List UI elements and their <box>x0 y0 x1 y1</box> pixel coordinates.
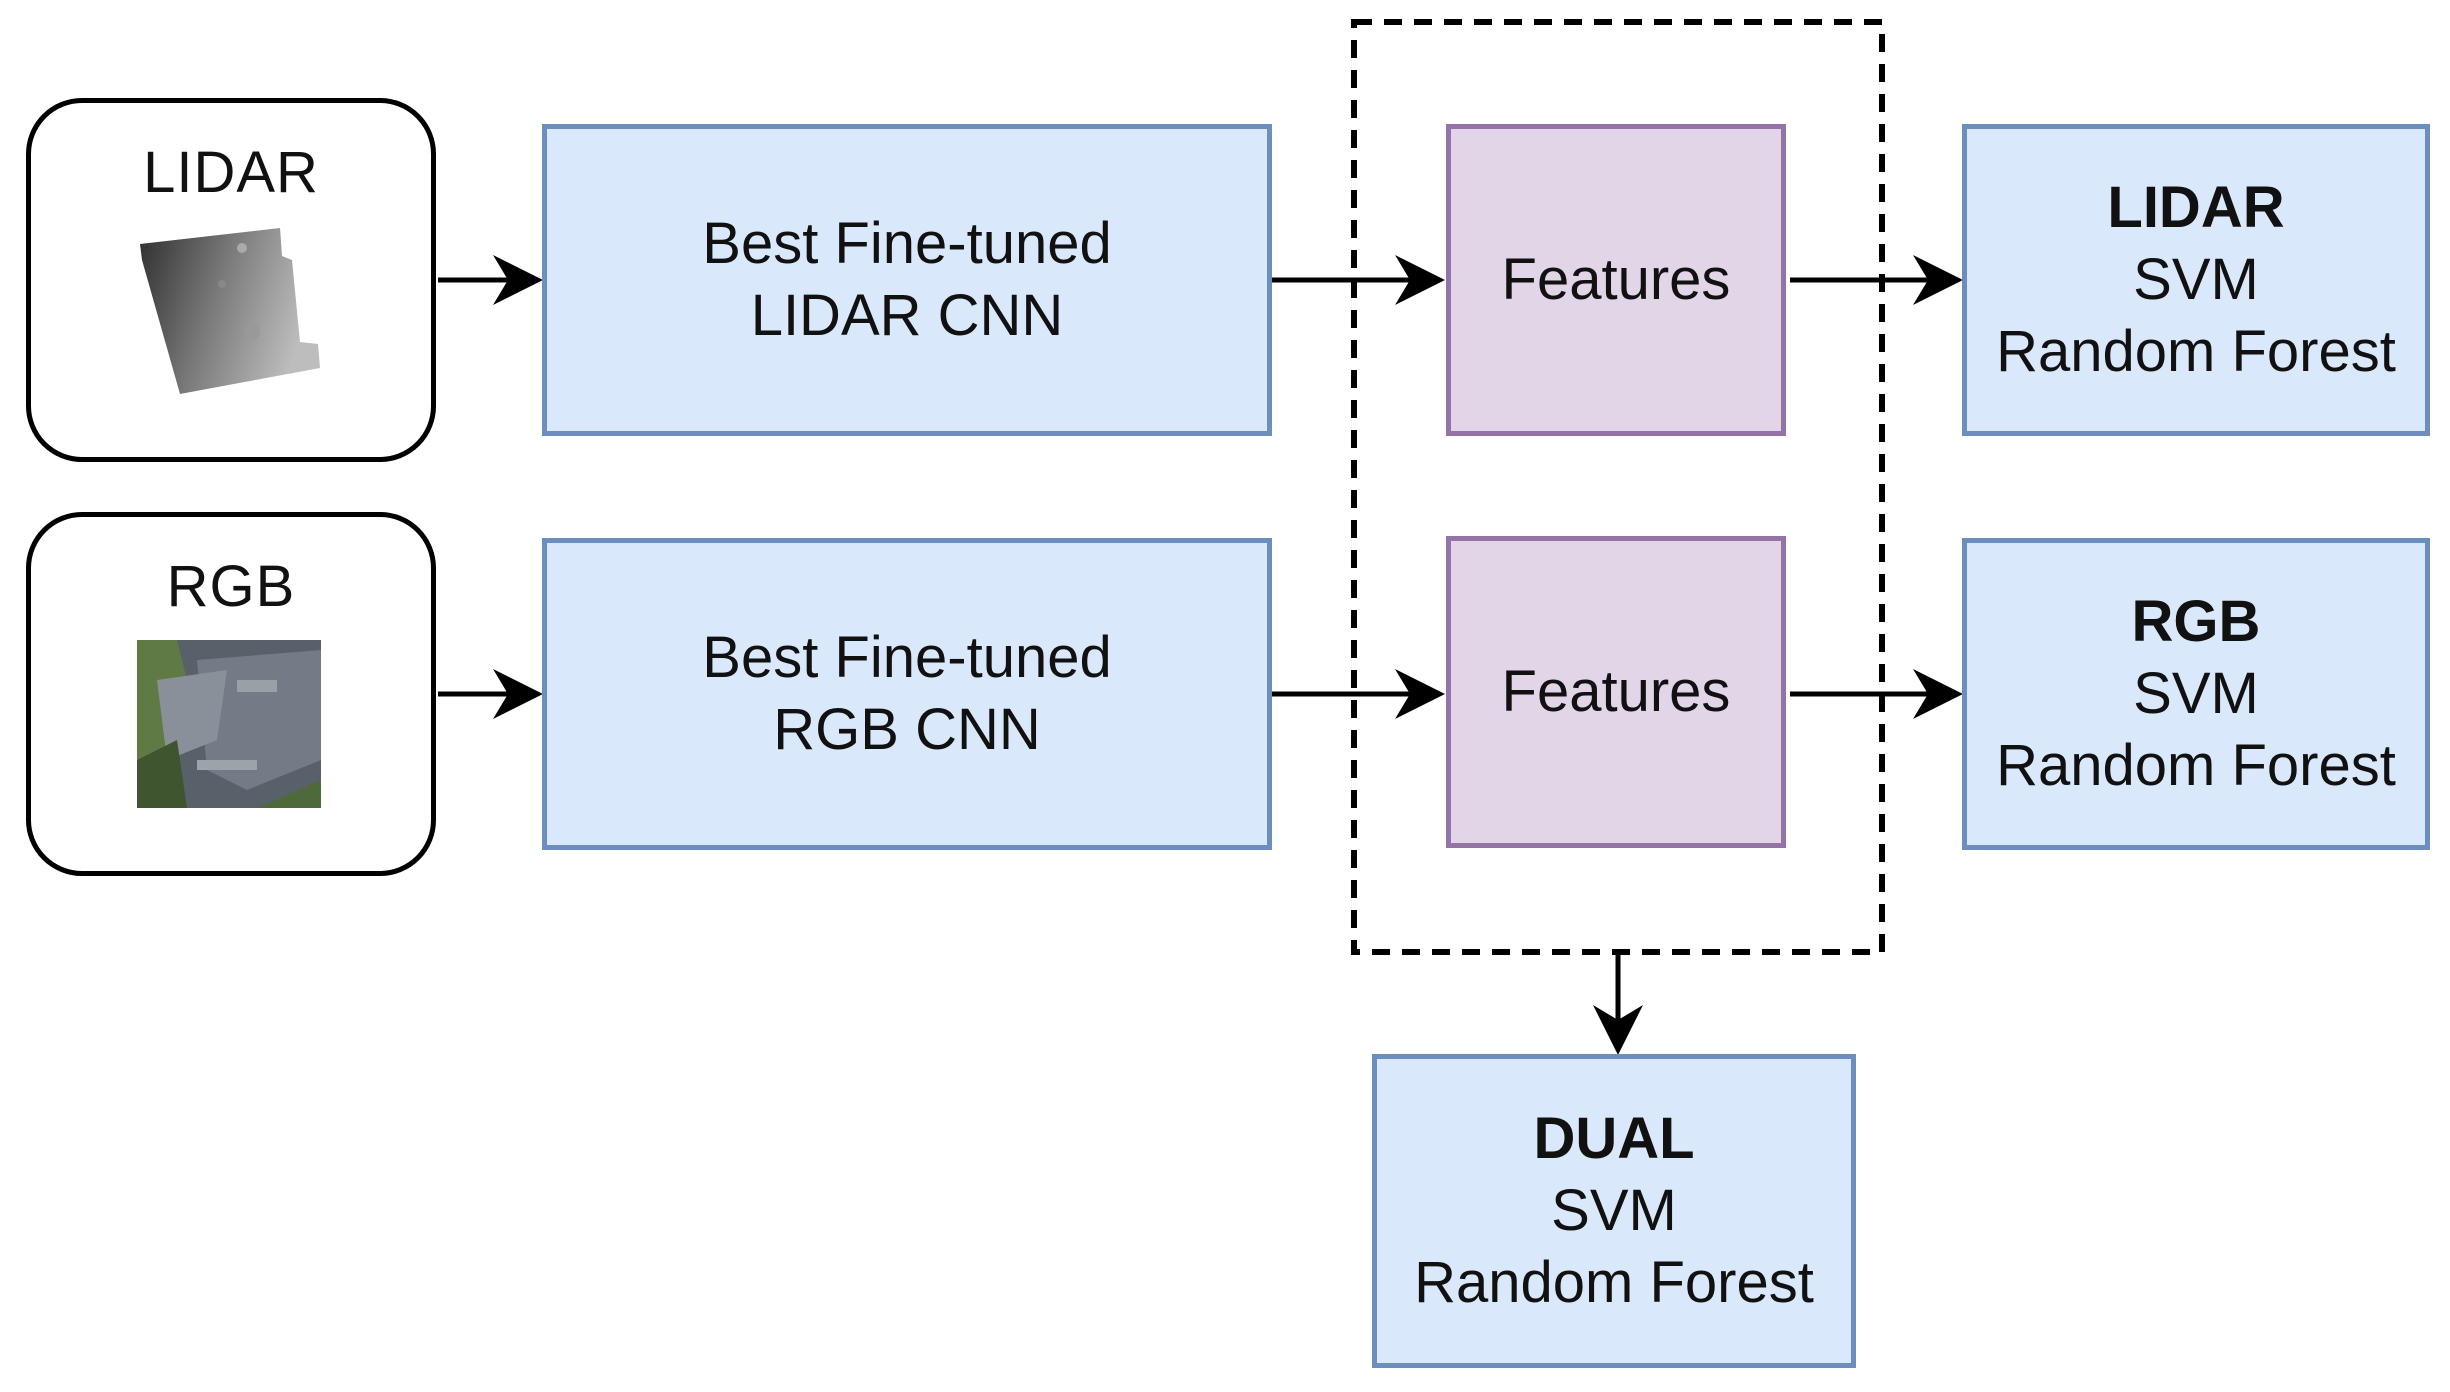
classifier-lidar-line1: SVM <box>2133 247 2259 312</box>
cnn-lidar-box: Best Fine-tuned LIDAR CNN <box>542 124 1272 436</box>
rgb-aerial-image-thumbnail <box>137 640 321 808</box>
cnn-lidar-line2: LIDAR CNN <box>750 283 1064 348</box>
cnn-lidar-line1: Best Fine-tuned <box>702 211 1112 276</box>
classifier-dual-line1: SVM <box>1551 1178 1677 1243</box>
input-lidar-label: LIDAR <box>143 140 319 205</box>
classifier-rgb-title: RGB <box>2131 589 2261 654</box>
classifier-dual-box: DUAL SVM Random Forest <box>1372 1054 1856 1368</box>
features-lidar-box: Features <box>1446 124 1786 436</box>
classifier-dual-line2: Random Forest <box>1414 1250 1814 1315</box>
lidar-image-thumbnail <box>140 228 320 394</box>
features-rgb-label: Features <box>1501 659 1731 724</box>
cnn-rgb-line1: Best Fine-tuned <box>702 625 1112 690</box>
classifier-rgb-line1: SVM <box>2133 661 2259 726</box>
input-rgb-label: RGB <box>166 554 296 619</box>
classifier-rgb-line2: Random Forest <box>1996 733 2396 798</box>
classifier-lidar-line2: Random Forest <box>1996 319 2396 384</box>
features-rgb-box: Features <box>1446 536 1786 848</box>
classifier-lidar-box: LIDAR SVM Random Forest <box>1962 124 2430 436</box>
features-lidar-label: Features <box>1501 247 1731 312</box>
cnn-rgb-box: Best Fine-tuned RGB CNN <box>542 538 1272 850</box>
classifier-rgb-box: RGB SVM Random Forest <box>1962 538 2430 850</box>
classifier-lidar-title: LIDAR <box>2107 175 2285 240</box>
cnn-rgb-line2: RGB CNN <box>773 697 1041 762</box>
classifier-dual-title: DUAL <box>1533 1106 1695 1171</box>
